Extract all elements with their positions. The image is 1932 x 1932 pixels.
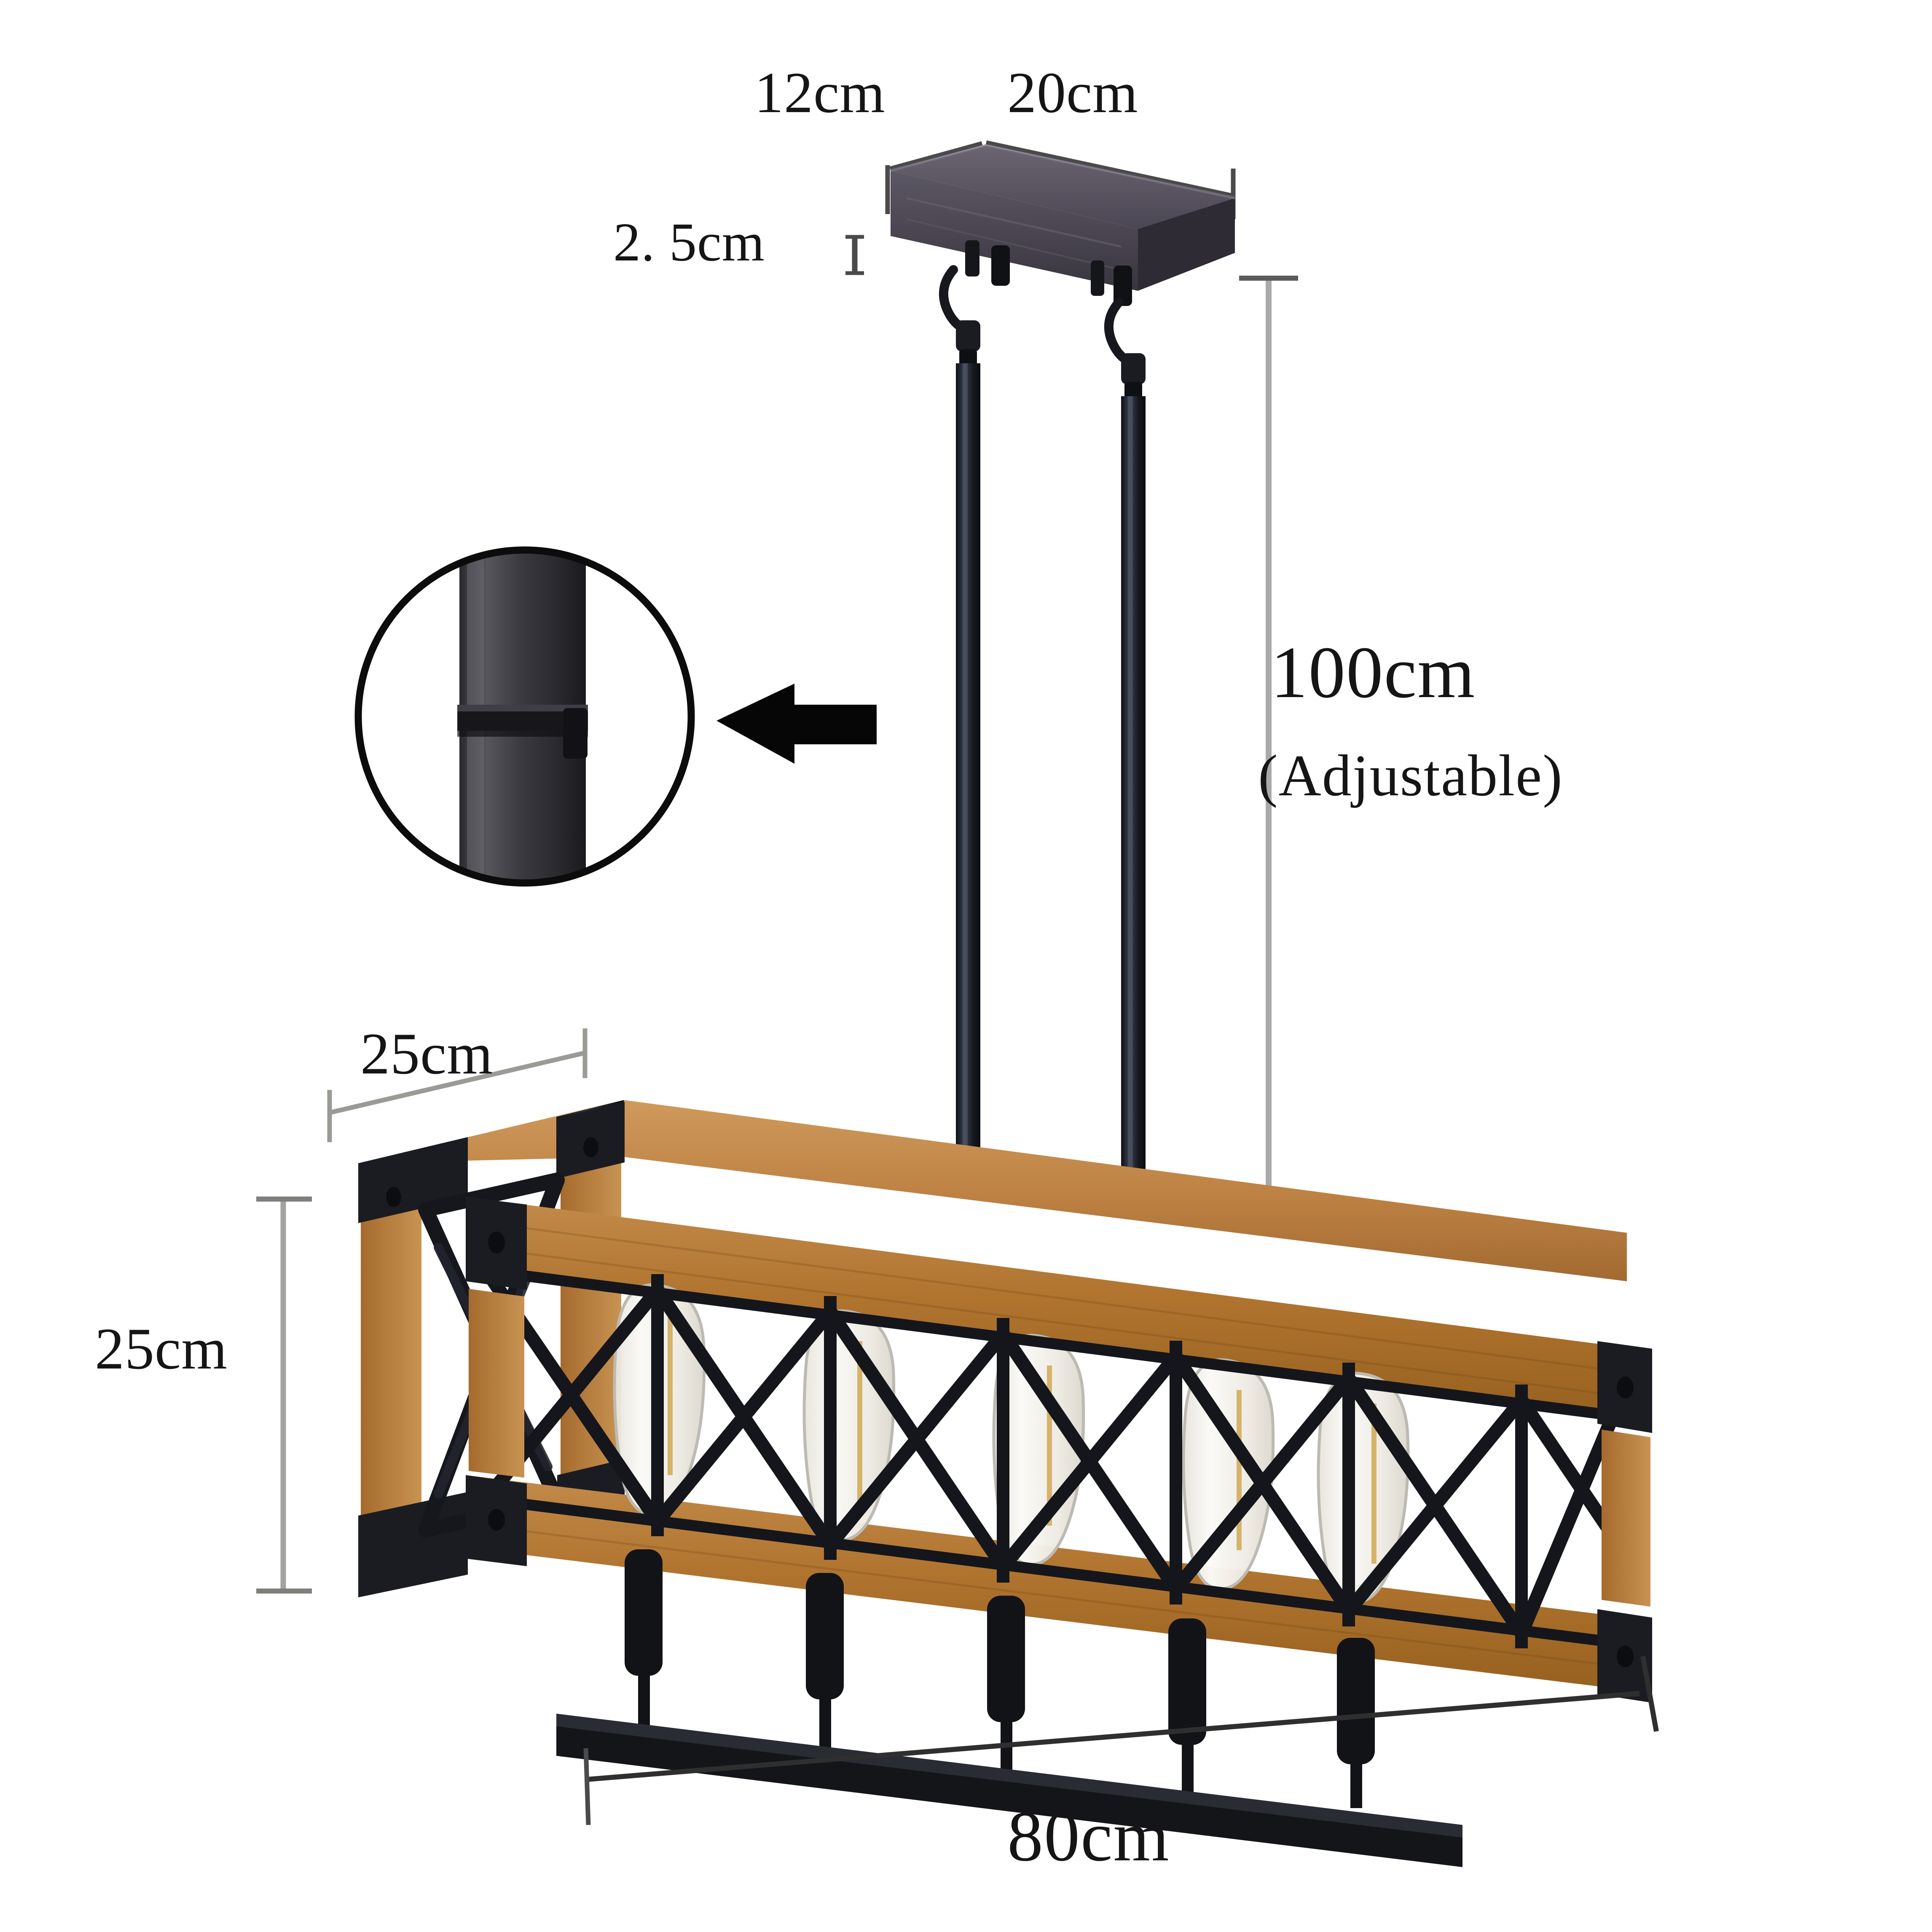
front-lattice-posts: [651, 1274, 1528, 1648]
dimension-frame-height-25cm: [256, 1197, 312, 1594]
chandelier-fixture: [358, 1100, 1652, 1867]
suspension-assembly-left: [939, 265, 980, 1185]
dimension-frame-width-80cm: [583, 1656, 1659, 1825]
front-x-lattice: [478, 1262, 1621, 1640]
canopy-mount-clips: [965, 240, 1132, 306]
bottom-mounting-rail: [556, 1714, 1462, 1867]
dimension-label-frame-width: 80cm: [1007, 1797, 1170, 1876]
frame-bolt-details: [386, 1137, 1634, 1667]
suspension-assembly-right: [1104, 298, 1146, 1205]
frame-front-face: [466, 1197, 1635, 1691]
dimension-label-canopy-depth: 12cm: [754, 60, 885, 125]
dimension-label-canopy-width: 20cm: [1007, 60, 1138, 125]
dimension-canopy-depth-12cm: [885, 141, 983, 214]
dimension-frame-depth-25cm: [327, 1028, 588, 1142]
rod-coupling-callout: [354, 546, 695, 887]
dimension-canopy-thickness-2_5cm: [845, 235, 864, 275]
ceiling-canopy: [890, 144, 1235, 306]
dimension-label-adjustable-note: (Adjustable): [1258, 743, 1563, 808]
callout-arrow-icon: [716, 684, 877, 764]
dimension-label-canopy-thickness: 2. 5cm: [613, 212, 765, 273]
dimension-label-drop-height: 100cm: [1271, 631, 1476, 713]
dimension-label-frame-height: 25cm: [95, 1316, 228, 1382]
dimension-label-frame-depth: 25cm: [360, 1021, 494, 1087]
